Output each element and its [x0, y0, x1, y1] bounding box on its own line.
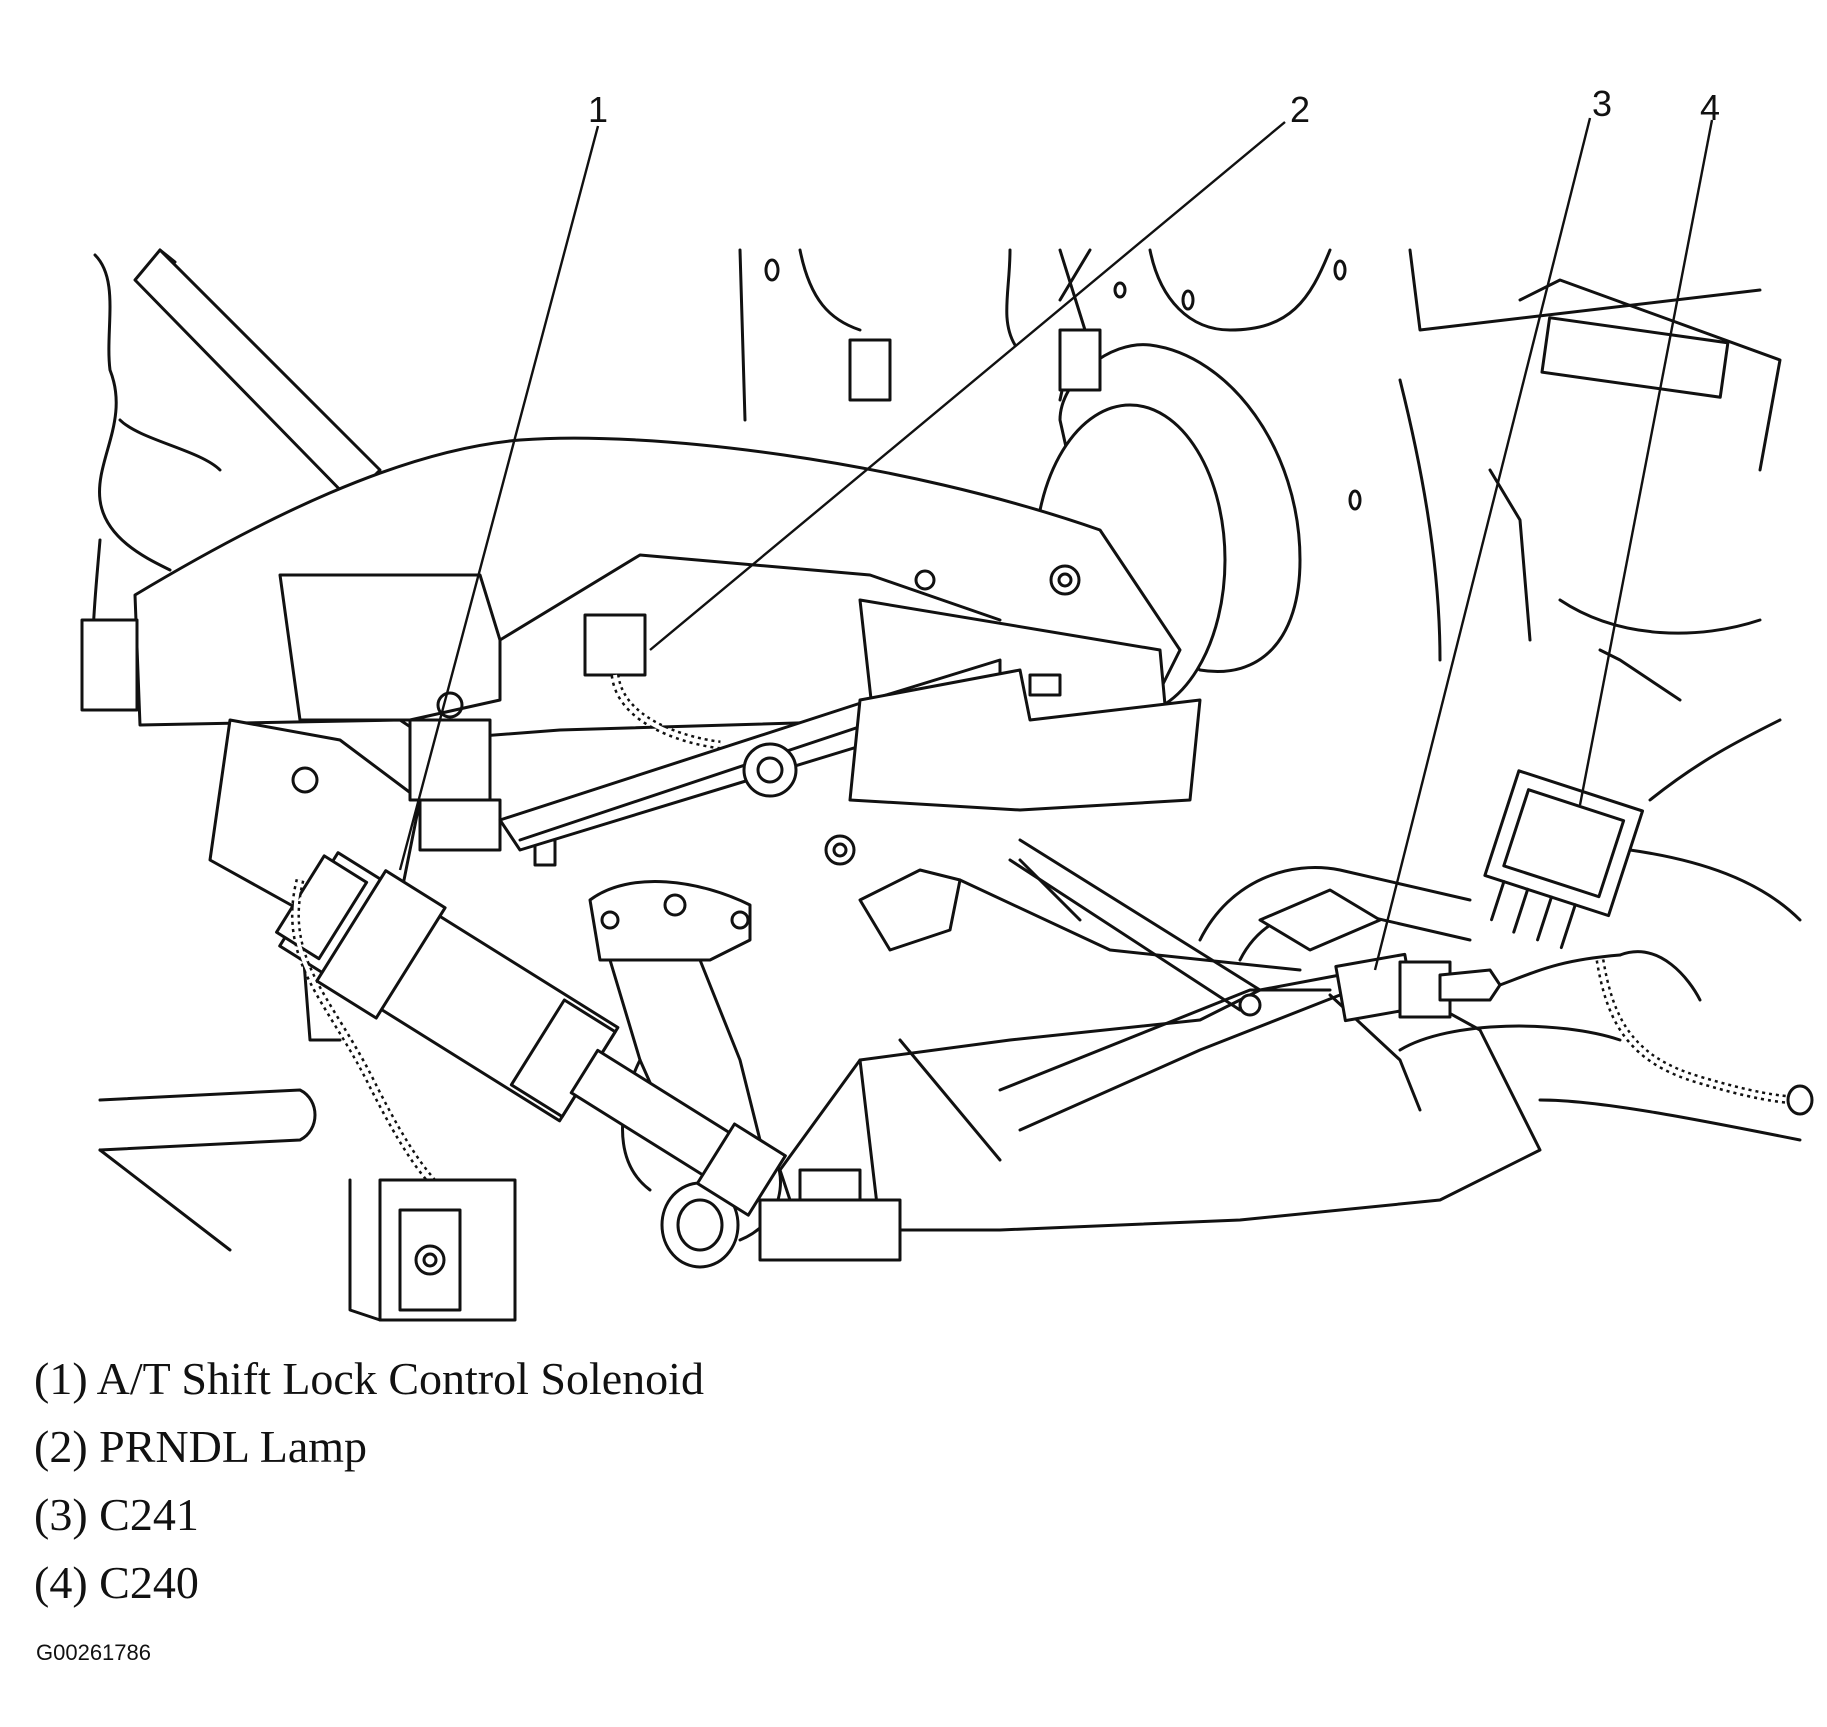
svg-text:1: 1: [588, 89, 608, 130]
prndl-lamp: [583, 613, 721, 750]
legend-item-2: (2) PRNDL Lamp: [34, 1421, 368, 1472]
shift-lever-assembly: [588, 834, 856, 1269]
callout-3: 3: [1373, 83, 1612, 971]
callout-4: 4: [1578, 87, 1720, 806]
legend: (1) A/T Shift Lock Control Solenoid (2) …: [34, 1345, 704, 1617]
legend-item-4: (4) C240: [34, 1557, 199, 1608]
connector-c241: [1334, 952, 1622, 1023]
svg-text:3: 3: [1592, 83, 1612, 124]
callout-1: 1: [398, 89, 608, 871]
right-console-frame: [758, 973, 1542, 1262]
pedal-linkage: [1018, 858, 1472, 962]
floor-lines: [98, 718, 1802, 1252]
svg-text:4: 4: [1700, 87, 1720, 128]
shift-cable: [858, 838, 1302, 1017]
solenoid-connector: [348, 1178, 517, 1322]
legend-item-3: (3) C241: [34, 1489, 199, 1540]
dash-panel: [738, 248, 1782, 702]
callout-2: 2: [649, 89, 1310, 651]
shifter-bracket: [208, 691, 557, 1042]
solenoid-harness: [291, 878, 444, 1194]
shift-rail: [498, 658, 1202, 852]
figure-id: G00261786: [36, 1640, 151, 1665]
connector-c240: [1483, 769, 1814, 1116]
solenoid: [275, 851, 787, 1217]
svg-text:2: 2: [1290, 89, 1310, 130]
mounting-holes: [764, 258, 1362, 511]
legend-item-1: (1) A/T Shift Lock Control Solenoid: [34, 1353, 704, 1404]
